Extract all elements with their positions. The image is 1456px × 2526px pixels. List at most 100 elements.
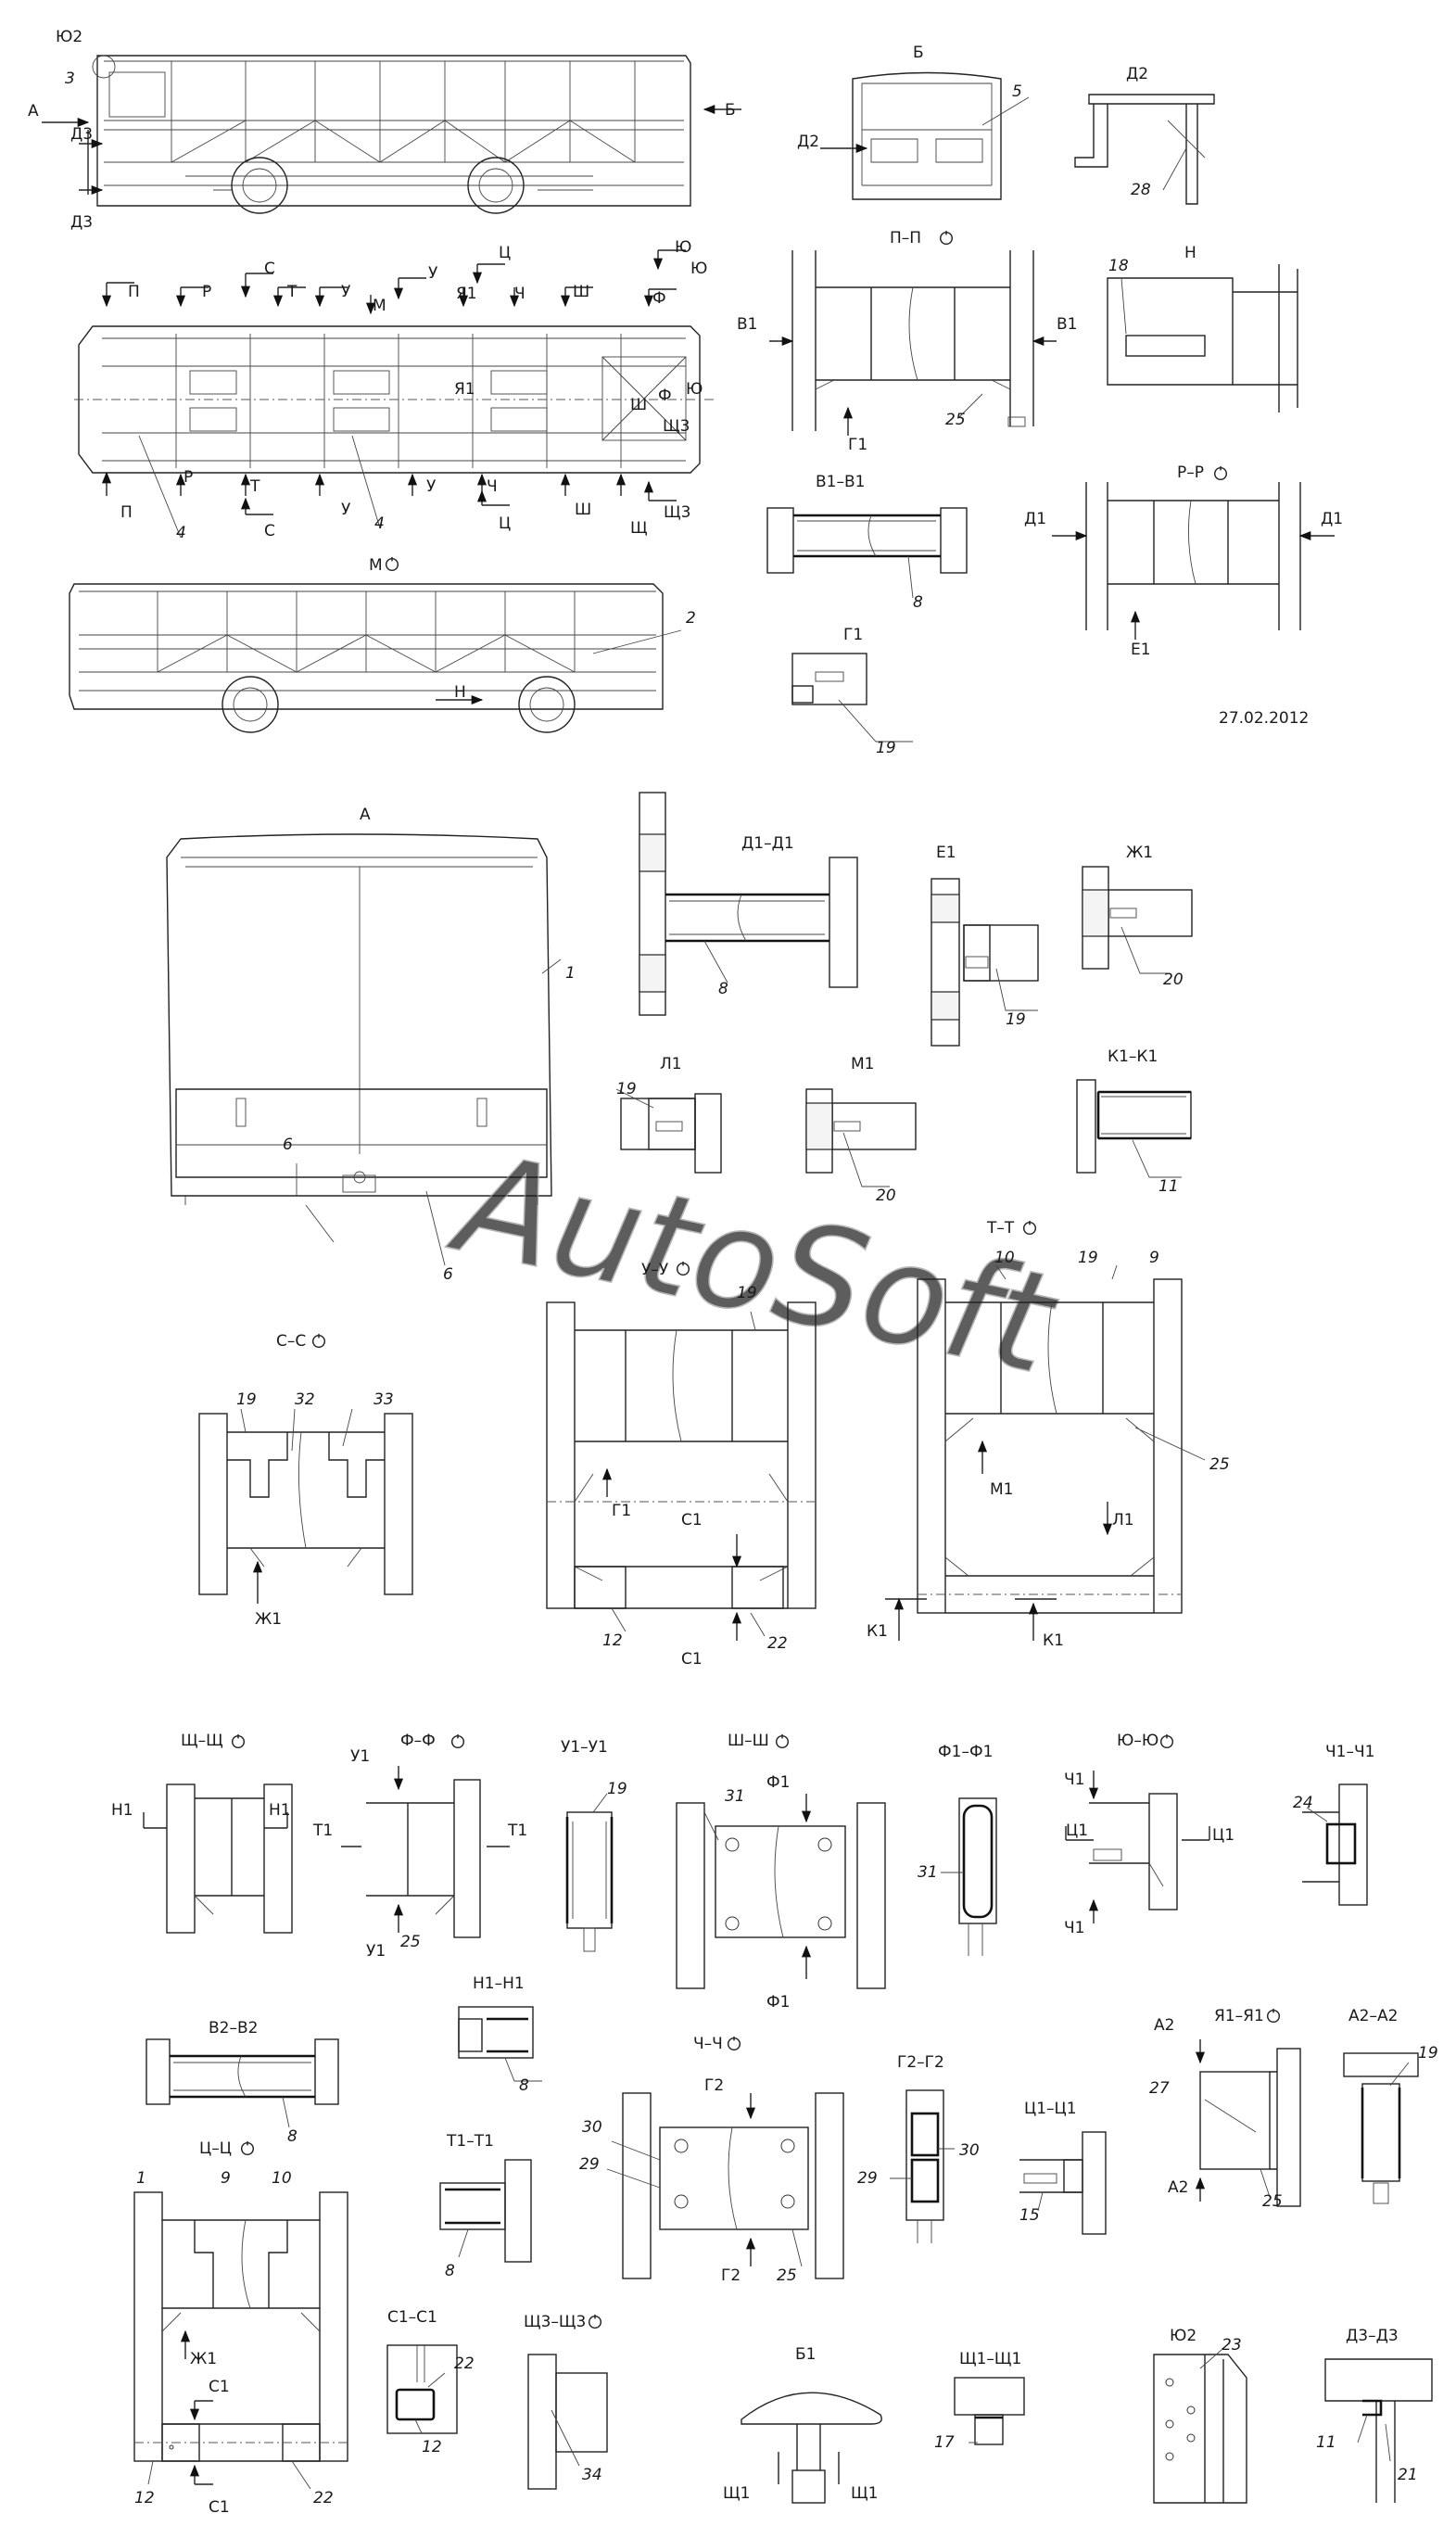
view-b1-sch1b: Щ1 (851, 2484, 878, 2503)
sec-tsts-c1b: С1 (209, 2498, 230, 2517)
section-t1-t1: Т1–Т1 8 (439, 2132, 532, 2280)
sec-tsts-22: 22 (313, 2489, 334, 2507)
section-t-t: Т–Т 10 19 9 25 М1 Л1 К1 К1 (867, 1219, 1230, 1650)
detail-n-title: Н (1184, 244, 1196, 262)
view-yu2-23: 23 (1222, 2336, 1242, 2355)
view-m1: М1 20 (805, 1055, 917, 1205)
sec-sch1-17: 17 (934, 2433, 955, 2452)
sec-ss-33: 33 (373, 1390, 394, 1409)
sec-tsts-1: 1 (136, 2169, 146, 2188)
section-u-u: У–У 19 Г1 С1 С1 12 22 (546, 1261, 817, 1669)
plan-mark-top-2: Р (202, 283, 211, 301)
view-yu2-title: Ю2 (1170, 2327, 1196, 2345)
sec-g2g2-29: 29 (857, 2169, 878, 2188)
mark-d2: Д2 (797, 133, 819, 151)
sec-ff-25: 25 (400, 1933, 421, 1951)
plan-mark-top-6: М (373, 297, 386, 315)
detail-n-18: 18 (1108, 257, 1129, 275)
section-s1-s1: С1–С1 22 12 (386, 2308, 475, 2456)
plan-mark-bottom-8: Ц (499, 514, 511, 533)
section-a2-a2: А2–А2 19 (1343, 2007, 1438, 2204)
view-e1-19: 19 (1006, 1010, 1026, 1029)
plan-mark-bottom-4: С (264, 522, 275, 540)
mark-d3b: Д3 (70, 213, 93, 232)
section-ch-ch: Ч–Ч Г2 30 29 Г2 25 (579, 2035, 844, 2285)
section-r-r: Р–Р Д1 Д1 Е1 (1024, 463, 1343, 659)
section-f1-f1: Ф1–Ф1 31 (918, 1743, 997, 1956)
section-d1-d1: Д1–Д1 8 (639, 792, 858, 1016)
sec-v1v1-title: В1–В1 (816, 473, 865, 491)
sec-u1u1-19: 19 (607, 1780, 627, 1798)
plan-mark-bottom-6: У (426, 477, 437, 496)
sec-k1k1-11: 11 (1158, 1177, 1179, 1196)
view-zh1-20: 20 (1163, 971, 1184, 989)
sec-uu-22: 22 (767, 1634, 788, 1653)
sec-u1u1-title: У1–У1 (561, 1738, 608, 1757)
plan-mark-sh: Ш (630, 396, 647, 414)
sec-pp-g1: Г1 (848, 436, 867, 454)
sec-f1f1-title: Ф1–Ф1 (938, 1743, 993, 1761)
view-a-title: А (360, 806, 371, 824)
sec-tt-k1b: К1 (1043, 1631, 1064, 1650)
sec-schsch-n1b: Н1 (269, 1801, 291, 1820)
sec-f1f1-31: 31 (918, 1863, 938, 1882)
sec-ss-zh1: Ж1 (255, 1610, 282, 1629)
section-v2-v2: В2–В2 8 (146, 2019, 339, 2146)
sec-d3d3-11: 11 (1316, 2433, 1336, 2452)
sec-tt-10: 10 (994, 1249, 1015, 1267)
sec-tsts-12: 12 (134, 2489, 155, 2507)
view-m1-title: М1 (851, 1055, 874, 1073)
side-m-mark-n: Н (454, 683, 466, 702)
sec-ch1ch1-title: Ч1–Ч1 (1325, 1743, 1374, 1761)
sec-ts1-title: Ц1–Ц1 (1024, 2100, 1077, 2118)
sec-g2g2-title: Г2–Г2 (897, 2053, 944, 2072)
view-b1-title: Б1 (795, 2345, 816, 2364)
plan-mark-top-8: Я1 (456, 285, 477, 303)
plan-mark-top-9: Ц (499, 244, 511, 262)
plan-mark-bottom-10: Щ (630, 519, 648, 538)
section-ts1-ts1-top: Ц1–Ц1 15 (1019, 2100, 1107, 2235)
view-e1: Е1 19 (931, 844, 1039, 1047)
view-zh1-title: Ж1 (1126, 844, 1153, 862)
sec-tt-25: 25 (1209, 1455, 1230, 1474)
sec-k1k1-title: К1–К1 (1108, 1047, 1158, 1066)
sec-chch-g2a: Г2 (704, 2076, 724, 2095)
sec-ff-title: Ф–Ф (400, 1732, 436, 1750)
detail-d2: Д2 28 (1074, 65, 1215, 205)
sec-uu-12: 12 (602, 1631, 623, 1650)
sec-s1s1-12: 12 (422, 2438, 442, 2456)
plan-mark-top-12: Ю (675, 238, 691, 257)
plan-mark-f: Ф (658, 387, 672, 405)
mark-yu2: Ю2 (56, 28, 82, 46)
sec-t1t1-8: 8 (445, 2262, 455, 2280)
front-view-title: Б (913, 44, 924, 62)
section-sch3-sch3: Щ3–Щ3 34 (524, 2313, 608, 2490)
view-l1: Л1 19 (615, 1055, 722, 1174)
sec-ch1ch1-24: 24 (1293, 1794, 1313, 1812)
plan-cut-marks-top: П Р С Т У М У Я1 Ц Ч Ш Ю Ф (107, 238, 691, 315)
sec-pp-title: П–П (890, 229, 921, 248)
sec-yuyu-title: Ю–Ю (1117, 1732, 1158, 1750)
mark-b: Б (725, 101, 736, 120)
section-f-f: Ф–Ф У1 Т1 Т1 У1 25 (312, 1732, 527, 1961)
sec-n1n1-title: Н1–Н1 (473, 1974, 525, 1993)
sec-chch-25: 25 (777, 2266, 797, 2285)
sec-ts1-15: 15 (1019, 2206, 1040, 2225)
plan-mark-bottom-3: Т (249, 477, 260, 496)
view-zh1: Ж1 20 (1082, 844, 1193, 989)
view-a-6a: 6 (283, 1136, 293, 1154)
sec-tt-m1: М1 (990, 1480, 1013, 1499)
plan-mark-top-7: У (428, 264, 438, 283)
sec-rr-d1b: Д1 (1321, 510, 1343, 528)
sec-yuyu-c1b: Ц1 (1212, 1826, 1234, 1845)
sec-chch-29: 29 (579, 2155, 600, 2174)
view-a-6b: 6 (443, 1265, 453, 1284)
sec-g2g2-30: 30 (959, 2141, 980, 2160)
sec-ya1ya1-25: 25 (1262, 2192, 1283, 2211)
sec-sch3-title: Щ3–Щ3 (524, 2313, 586, 2331)
plan-mark-top-13: Ф (652, 289, 666, 308)
sec-v2v2-title: В2–В2 (209, 2019, 258, 2037)
sec-ff-u1a: У1 (350, 1747, 370, 1766)
sec-rr-e1: Е1 (1131, 641, 1151, 659)
